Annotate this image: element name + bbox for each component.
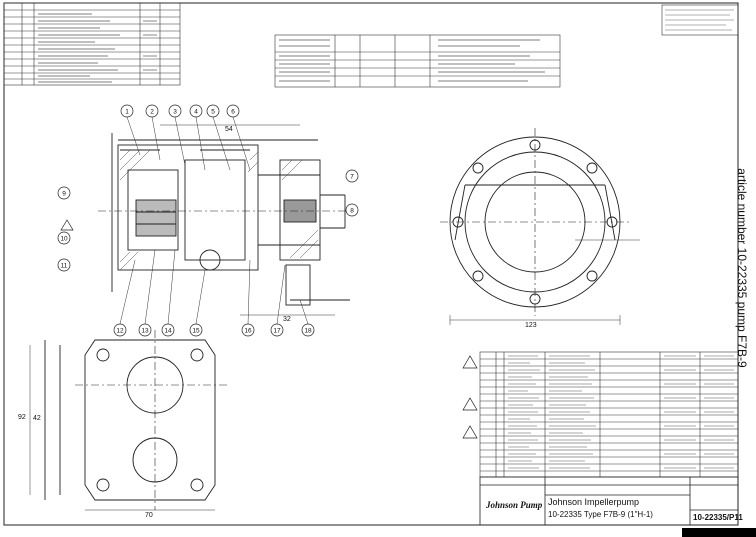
callout-number: 14	[164, 328, 172, 335]
callout-number: 15	[192, 328, 200, 335]
plan-view	[44, 330, 230, 510]
company-logo: Johnson Pump	[486, 500, 543, 510]
drawing-number: 10-22335/P11	[693, 513, 743, 522]
dimension-text-plan-width: 70	[145, 512, 153, 519]
callout-number: 7	[350, 174, 354, 181]
callout-number: 6	[231, 109, 235, 116]
dimension-text-offset: 42	[33, 415, 41, 422]
callout-number: 16	[244, 328, 252, 335]
dimension-text-length: 54	[225, 126, 233, 133]
drawing-border	[3, 2, 739, 526]
warning-triangles	[60, 219, 478, 439]
parts-list-table	[479, 351, 739, 478]
callout-number: 10	[60, 236, 68, 243]
dimension-text-diameter: 123	[525, 322, 537, 329]
callout-number: 3	[173, 109, 177, 116]
dimension-lines	[29, 124, 621, 511]
leader-lines	[119, 116, 640, 325]
callout-number: 8	[350, 208, 354, 215]
callout-balloons	[57, 104, 359, 337]
callout-number: 2	[150, 109, 154, 116]
callout-number: 12	[116, 328, 124, 335]
front-view	[440, 128, 630, 316]
revision-table-scribbles	[38, 13, 157, 83]
drawing-title: Johnson Impellerpump	[548, 497, 640, 507]
variant-table	[274, 34, 561, 88]
dimension-text-hub: 32	[283, 316, 291, 323]
front-view-bolt-holes	[452, 139, 618, 305]
callout-number: 13	[141, 328, 149, 335]
callout-number: 17	[273, 328, 281, 335]
sectional-hatching	[119, 149, 319, 271]
callout-number: 5	[211, 109, 215, 116]
corner-black-bar	[682, 528, 756, 537]
callout-number: 1	[125, 109, 129, 116]
dimension-text-plan-height: 92	[18, 414, 26, 421]
notes-box	[661, 4, 739, 36]
title-block-frame	[479, 476, 739, 526]
drawing-subtitle: 10-22335 Type F7B-9 (1"H-1)	[548, 510, 653, 519]
revision-table	[3, 2, 181, 86]
variant-table-scribbles	[279, 39, 545, 82]
callout-number: 18	[304, 328, 312, 335]
parts-list-scribbles	[508, 355, 734, 469]
callout-number: 9	[62, 191, 66, 198]
sectional-view	[98, 133, 352, 306]
callout-number: 11	[61, 263, 68, 270]
side-article-label: article number 10-22335 pump F7B-9	[735, 168, 749, 368]
callout-number: 4	[194, 109, 198, 116]
